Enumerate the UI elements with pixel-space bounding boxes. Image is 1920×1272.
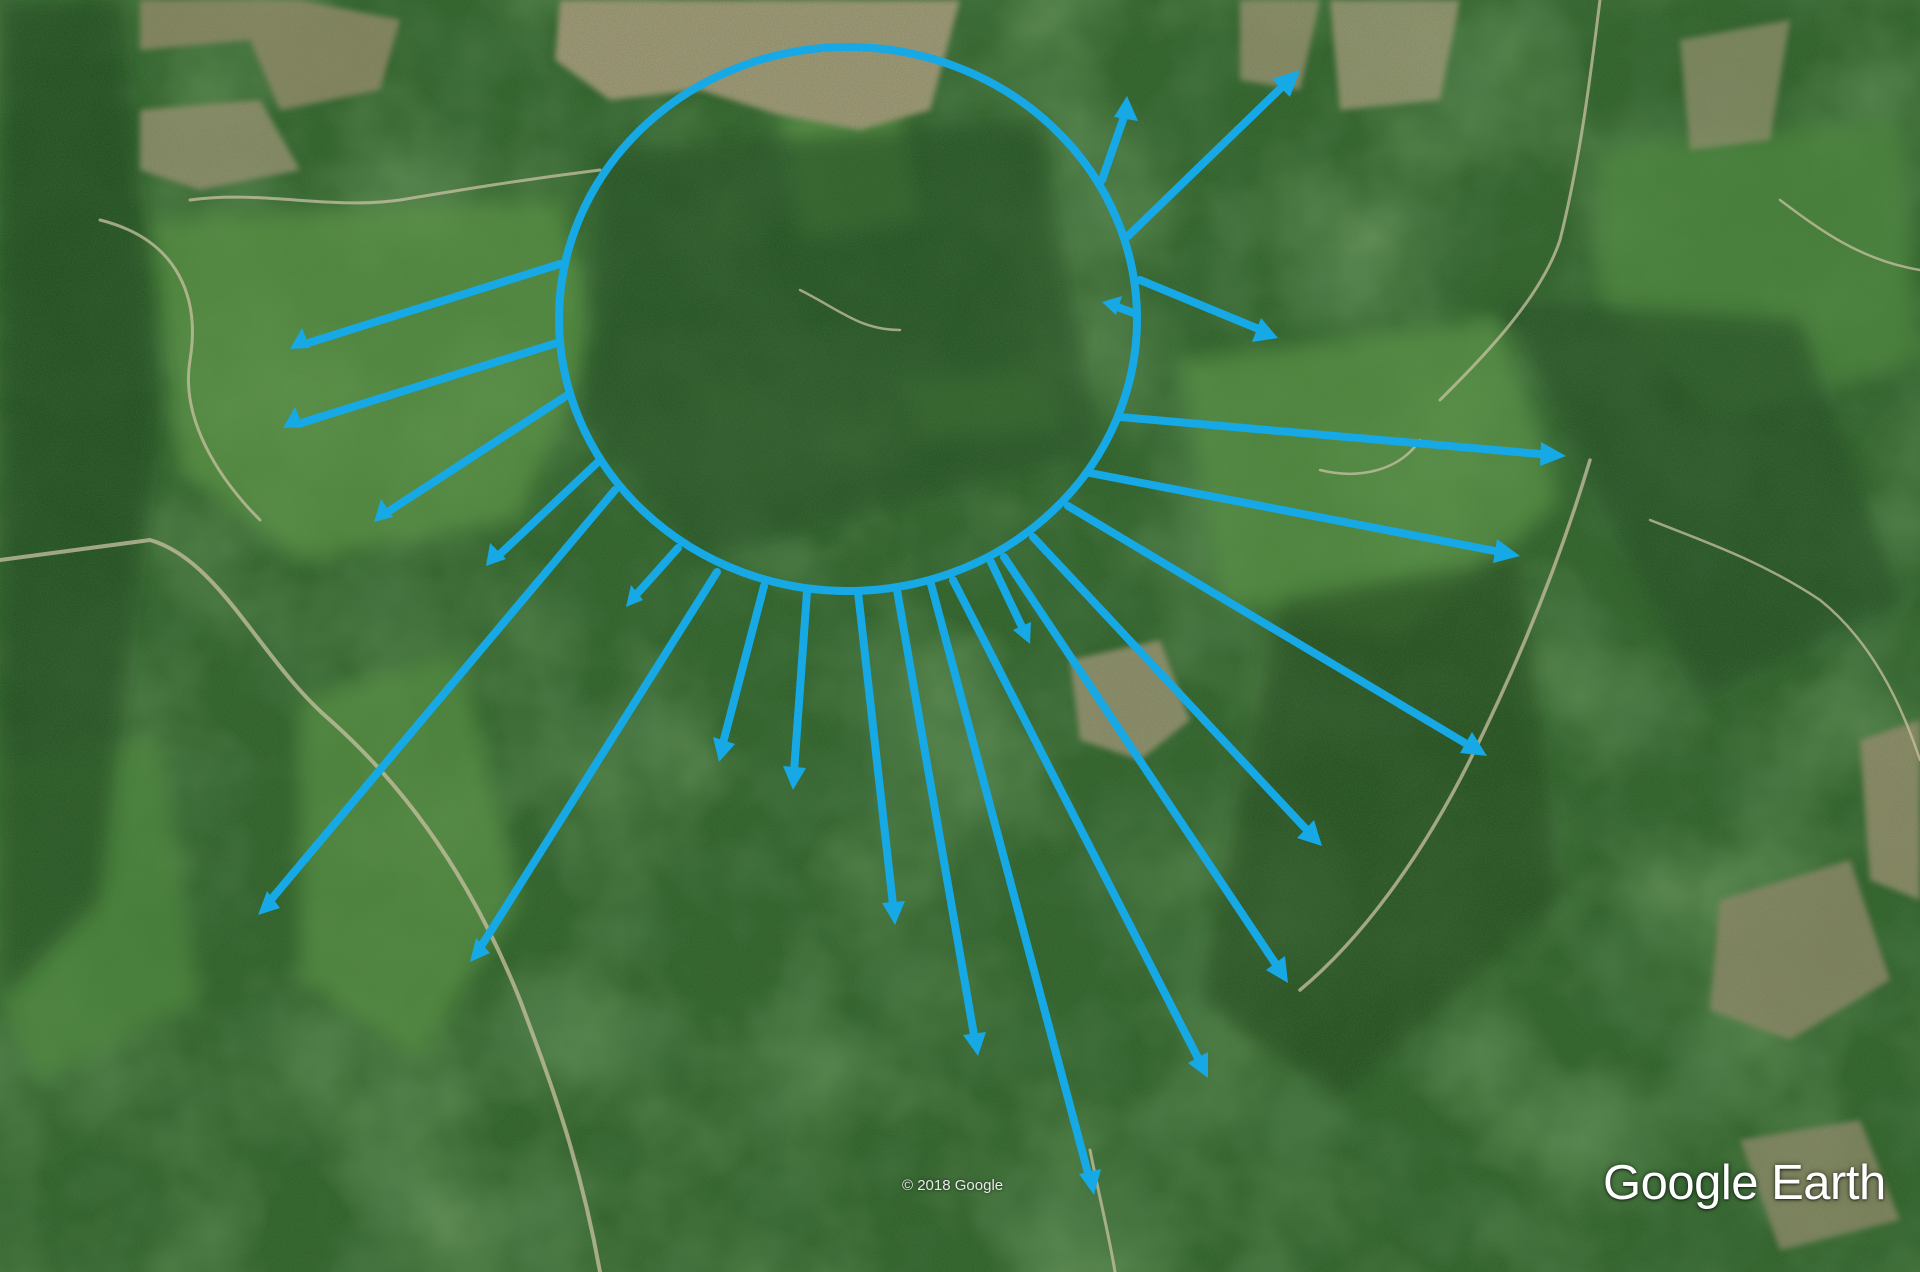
map-attribution: © 2018 Google — [902, 1177, 1004, 1194]
arrowhead-6 — [1493, 539, 1520, 563]
arrowhead-23 — [290, 328, 310, 349]
arrowhead-7 — [1460, 732, 1487, 756]
arrow-shaft-4 — [1111, 302, 1140, 318]
arrowhead-11 — [1188, 1052, 1208, 1078]
arrow-shaft-1 — [1098, 110, 1129, 184]
arrow-shaft-13 — [893, 586, 978, 1039]
arrowhead-12 — [1079, 1169, 1101, 1195]
road — [1298, 458, 1592, 992]
arrow-shafts — [265, 80, 1544, 1181]
arrowhead-2 — [1272, 70, 1300, 97]
arrow-shaft-17 — [632, 544, 682, 599]
arrow-shaft-22 — [294, 338, 564, 428]
arrowhead-3 — [1252, 318, 1278, 342]
arrow-shaft-12 — [927, 580, 1093, 1181]
road — [0, 537, 602, 1272]
arrowhead-18 — [258, 891, 280, 915]
arrow-shaft-18 — [265, 486, 619, 906]
road — [1088, 1148, 1117, 1272]
source-circle — [555, 43, 1141, 595]
arrowhead-1 — [1114, 96, 1138, 121]
google-earth-logo: Google Earth — [1603, 1156, 1886, 1210]
arrow-shaft-15 — [790, 588, 811, 776]
road — [188, 168, 602, 205]
arrowhead-8 — [1297, 820, 1322, 846]
arrow-shaft-20 — [494, 458, 602, 560]
arrow-shaft-16 — [719, 582, 768, 747]
road — [798, 288, 902, 332]
arrow-shaft-11 — [949, 576, 1202, 1062]
arrowhead-4 — [1102, 296, 1122, 315]
arrowhead-20 — [486, 543, 506, 566]
road — [1318, 438, 1422, 475]
road — [98, 218, 262, 522]
arrow-shaft-7 — [1064, 502, 1469, 747]
arrowhead-16 — [713, 737, 735, 762]
arrowhead-5 — [1540, 442, 1566, 466]
arrow-shaft-2 — [1124, 80, 1289, 240]
arrow-shaft-21 — [382, 392, 570, 517]
road — [1438, 0, 1602, 402]
arrowhead-9 — [1266, 956, 1288, 983]
arrow-shaft-9 — [1000, 553, 1279, 967]
arrowhead-19 — [470, 938, 490, 962]
arrow-shaft-10 — [987, 558, 1026, 631]
arrow-shaft-3 — [1136, 276, 1265, 334]
arrow-shaft-23 — [301, 260, 564, 348]
arrowhead-10 — [1013, 622, 1031, 644]
arrowhead-14 — [882, 901, 905, 925]
arrowhead-15 — [783, 766, 806, 790]
arrowhead-22 — [283, 407, 303, 428]
arrow-shaft-19 — [476, 568, 721, 952]
arrow-shaft-14 — [854, 588, 897, 909]
arrow-shaft-8 — [1029, 533, 1309, 832]
arrowhead-21 — [374, 499, 393, 522]
arrow-shaft-5 — [1116, 413, 1544, 458]
road — [1648, 518, 1920, 762]
arrow-shaft-6 — [1086, 469, 1499, 555]
arrowhead-17 — [626, 585, 643, 607]
arrowhead-13 — [963, 1032, 986, 1056]
road — [1778, 198, 1920, 272]
